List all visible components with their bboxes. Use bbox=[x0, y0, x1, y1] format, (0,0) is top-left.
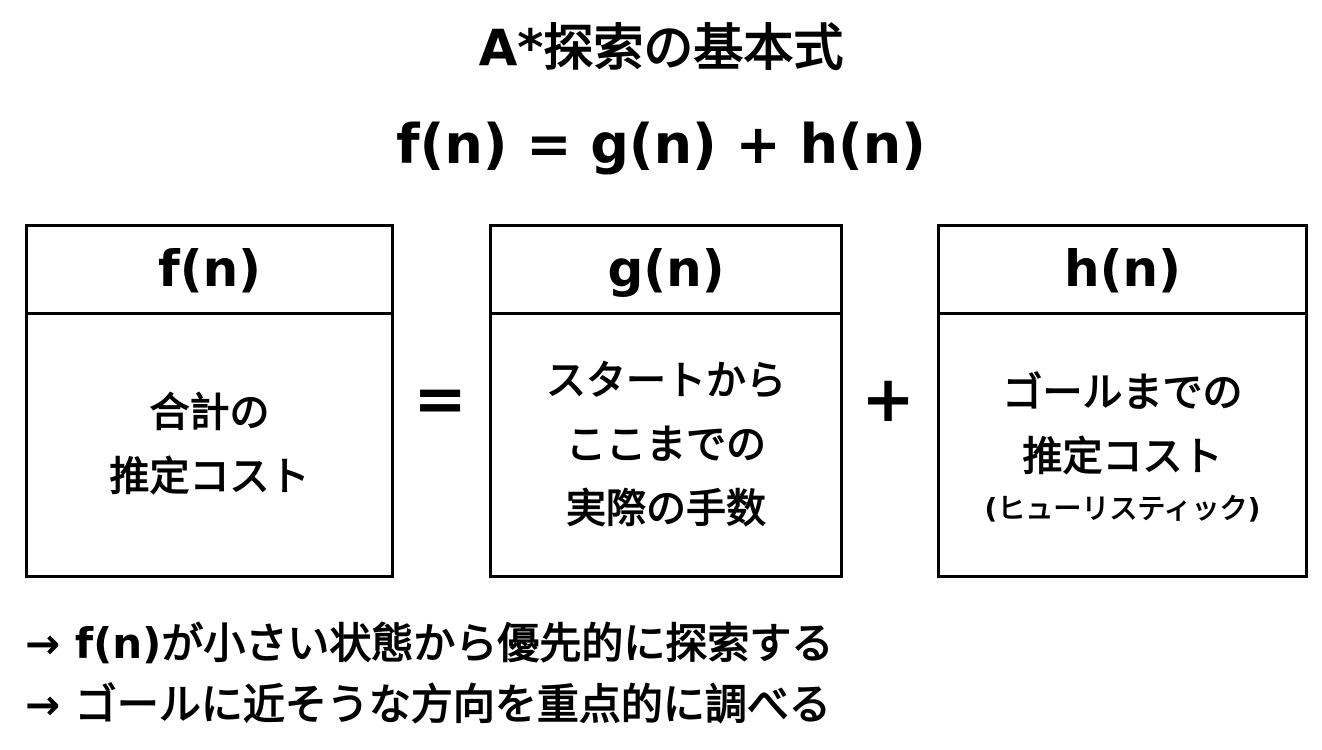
box-g-line: ここまでの bbox=[566, 422, 766, 468]
box-f-header: f(n) bbox=[28, 227, 391, 315]
box-g: g(n) スタートから ここまでの 実際の手数 bbox=[489, 224, 843, 578]
formula: f(n) = g(n) + h(n) bbox=[396, 113, 926, 176]
box-h-line: ゴールまでの bbox=[1002, 370, 1243, 416]
box-h-body: ゴールまでの 推定コスト (ヒューリスティック) bbox=[940, 315, 1305, 575]
bullet-1: → f(n)が小さい状態から優先的に探索する bbox=[25, 619, 834, 668]
diagram-title: A*探索の基本式 bbox=[478, 19, 844, 77]
box-f-line: 推定コスト bbox=[109, 454, 310, 500]
box-h-header: h(n) bbox=[940, 227, 1305, 315]
bullet-2: → ゴールに近そうな方向を重点的に調べる bbox=[25, 680, 831, 729]
box-f-body: 合計の 推定コスト bbox=[28, 315, 391, 575]
box-g-line: 実際の手数 bbox=[566, 486, 766, 532]
equals-sign: = bbox=[413, 363, 467, 437]
box-g-body: スタートから ここまでの 実際の手数 bbox=[492, 315, 840, 575]
box-g-line: スタートから bbox=[546, 358, 786, 404]
box-g-header: g(n) bbox=[492, 227, 840, 315]
box-h: h(n) ゴールまでの 推定コスト (ヒューリスティック) bbox=[937, 224, 1308, 578]
box-h-note: (ヒューリスティック) bbox=[984, 492, 1261, 525]
box-f-line: 合計の bbox=[149, 390, 270, 436]
box-f: f(n) 合計の 推定コスト bbox=[25, 224, 394, 578]
box-h-line: 推定コスト bbox=[1022, 434, 1223, 480]
plus-sign: + bbox=[861, 363, 915, 437]
